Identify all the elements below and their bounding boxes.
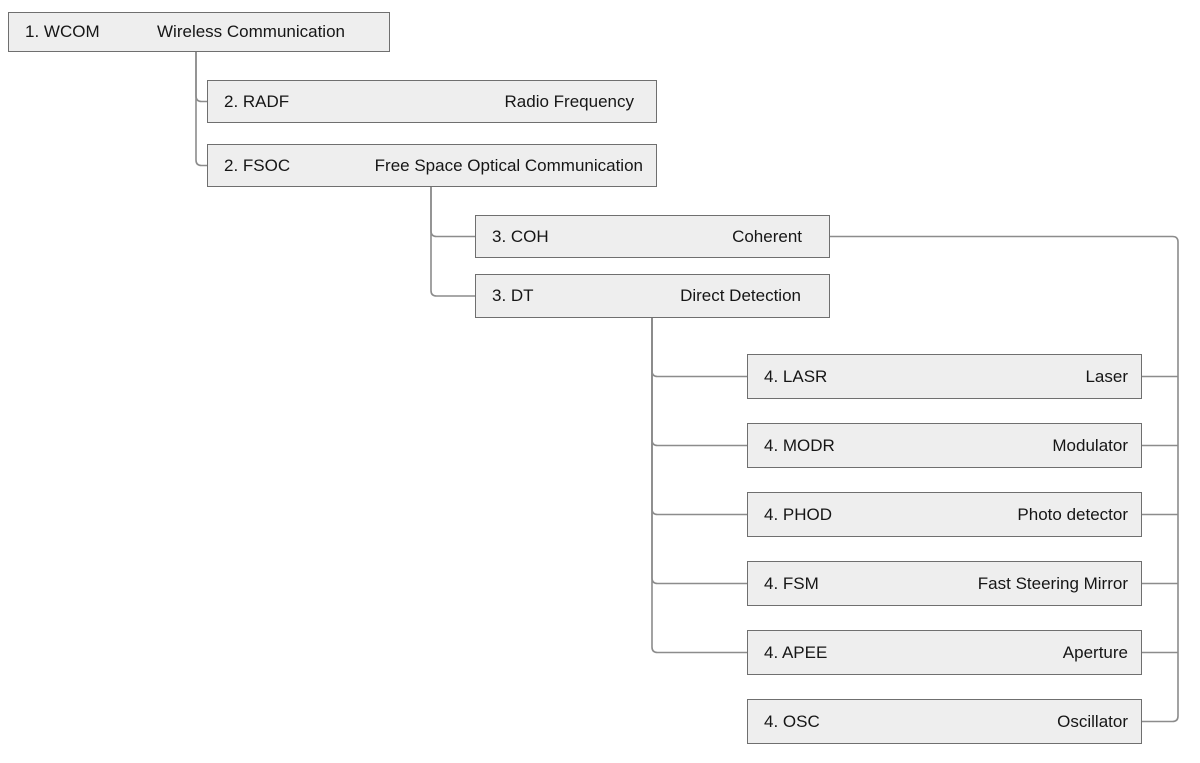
node-name: Coherent bbox=[732, 226, 802, 246]
node-name: Fast Steering Mirror bbox=[977, 573, 1128, 593]
node-phod: 4. PHOD Photo detector bbox=[747, 492, 1142, 537]
node-code: 3. COH bbox=[492, 226, 549, 246]
node-lasr: 4. LASR Laser bbox=[747, 354, 1142, 399]
node-fsoc: 2. FSOC Free Space Optical Communication bbox=[207, 144, 657, 187]
node-code: 1. WCOM bbox=[25, 22, 100, 41]
node-name: Radio Frequency bbox=[504, 91, 634, 111]
node-apee: 4. APEE Aperture bbox=[747, 630, 1142, 675]
edge-wcom-radf bbox=[195, 52, 207, 103]
node-code: 4. OSC bbox=[764, 711, 820, 731]
edge-dt-lasr bbox=[651, 318, 747, 378]
edge-dt-modr bbox=[651, 318, 747, 447]
node-radf: 2. RADF Radio Frequency bbox=[207, 80, 657, 123]
node-name: Direct Detection bbox=[680, 286, 801, 305]
edge-fsoc-coh bbox=[430, 187, 475, 238]
edge-coh-rail bbox=[830, 235, 1179, 723]
node-code: 4. MODR bbox=[764, 435, 835, 455]
node-name: Modulator bbox=[1052, 435, 1128, 455]
node-name: Laser bbox=[1085, 366, 1128, 386]
node-name: Photo detector bbox=[1017, 504, 1128, 524]
edge-dt-apee bbox=[651, 318, 747, 654]
node-code: 2. RADF bbox=[224, 91, 290, 111]
edge-dt-phod bbox=[651, 318, 747, 516]
node-code: 3. DT bbox=[492, 286, 534, 305]
node-name: Oscillator bbox=[1057, 711, 1128, 731]
node-osc: 4. OSC Oscillator bbox=[747, 699, 1142, 744]
edge-dt-fsm bbox=[651, 318, 747, 585]
node-code: 4. APEE bbox=[764, 642, 828, 662]
node-code: 2. FSOC bbox=[224, 155, 291, 175]
node-coh: 3. COH Coherent bbox=[475, 215, 830, 258]
node-wcom: 1. WCOM Wireless Communication bbox=[8, 12, 390, 52]
node-name: Aperture bbox=[1062, 642, 1128, 662]
node-name: Wireless Communication bbox=[157, 22, 345, 41]
node-name: Free Space Optical Communication bbox=[374, 155, 643, 175]
node-modr: 4. MODR Modulator bbox=[747, 423, 1142, 468]
node-code: 4. FSM bbox=[764, 573, 819, 593]
node-dt: 3. DT Direct Detection bbox=[475, 274, 830, 318]
node-code: 4. LASR bbox=[764, 366, 828, 386]
node-code: 4. PHOD bbox=[764, 504, 833, 524]
edge-wcom-fsoc bbox=[195, 52, 207, 167]
edge-fsoc-dt bbox=[430, 187, 475, 297]
node-fsm: 4. FSM Fast Steering Mirror bbox=[747, 561, 1142, 606]
